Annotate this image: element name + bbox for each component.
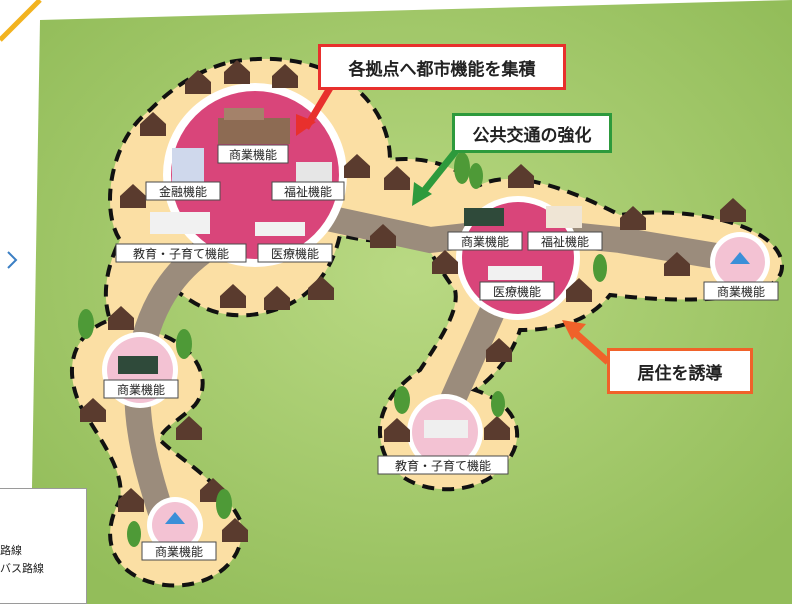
house-icon [185,70,211,94]
label-box [271,181,345,201]
arrow-icon [412,182,432,206]
hub-bottom-pink [152,502,198,548]
label-box [217,144,289,164]
house-icon [620,206,646,230]
label-left-commerce: 商業機能 [117,382,165,397]
building-icon [296,162,332,182]
buildings [118,108,750,524]
house-icon [384,418,410,442]
house-icon [432,250,458,274]
label-box [103,379,179,399]
house-icon [108,306,134,330]
house-icon [508,164,534,188]
house-icon [80,398,106,422]
building-icon [172,148,204,182]
tree-icon [394,386,410,414]
label-mid-commerce: 商業機能 [461,234,509,249]
label-big-finance: 金融機能 [159,184,207,199]
house-icon [264,286,290,310]
corner-orange-stroke [0,0,42,42]
building-icon [488,266,542,280]
arrow-icon [296,114,316,136]
tree-icon [176,329,192,359]
house-icon [344,154,370,178]
building-icon [118,356,158,374]
tree-icon [216,489,232,519]
house-icon [118,488,144,512]
label-box [141,541,217,561]
label-south-education: 教育・子育て機能 [395,458,491,473]
label-big-medical: 医療機能 [271,246,319,261]
side-chevron-icon [7,251,18,269]
label-big-commerce: 商業機能 [229,147,277,162]
label-right-commerce: 商業機能 [717,284,765,299]
label-box [447,231,523,251]
arrows [296,86,611,365]
legend-item-bus-route: バス路線 [0,562,44,575]
label-box [527,231,603,251]
building-icon [150,212,210,234]
label-box [115,243,247,263]
house-icon [222,518,248,542]
label-box [703,281,779,301]
building-icon [255,222,305,236]
house-icon [308,276,334,300]
house-icon [140,112,166,136]
callout-concentrate-functions: 各拠点へ都市機能を集積 [318,44,566,90]
arrow-icon [562,320,586,340]
label-mid-medical: 医療機能 [493,284,541,299]
legend-item-route: 路線 [0,544,22,557]
label-big-welfare: 福祉機能 [284,184,332,199]
label-box [257,243,333,263]
house-icon [220,284,246,308]
trees [78,152,607,547]
house-icon [176,416,202,440]
house-icon [484,416,510,440]
tree-icon [454,152,470,184]
house-icon [566,278,592,302]
building-icon [218,118,290,144]
label-box [145,181,221,201]
tree-icon [593,254,607,282]
house-icon [384,166,410,190]
arrow-icon [569,327,611,365]
building-icon [546,206,582,228]
house-icon [272,64,298,88]
label-big-education: 教育・子育て機能 [133,246,229,261]
label-mid-welfare: 福祉機能 [541,234,589,249]
house-icon [664,252,690,276]
callout-guide-residence: 居住を誘導 [607,348,753,394]
tree-icon [469,163,483,189]
facility-labels: 商業機能 金融機能 福祉機能 教育・子育て機能 医療機能 商業機能 福祉機能 医… [103,144,779,561]
house-icon [730,252,750,264]
arrow-icon [417,143,463,199]
building-icon [464,208,504,226]
tree-icon [78,309,94,339]
building-icon [424,420,468,438]
callout-strengthen-transit: 公共交通の強化 [452,113,612,153]
building-icon [224,108,264,120]
house-icon [165,512,185,524]
house-icon [720,198,746,222]
tree-icon [127,521,141,547]
house-icon [370,224,396,248]
house-icon [486,338,512,362]
house-icon [224,60,250,84]
house-icon [120,184,146,208]
label-box [479,281,555,301]
legend-panel: 路線 バス路線 [0,488,87,604]
label-box [377,455,509,475]
label-bottom-commerce: 商業機能 [155,544,203,559]
tree-icon [491,391,505,417]
